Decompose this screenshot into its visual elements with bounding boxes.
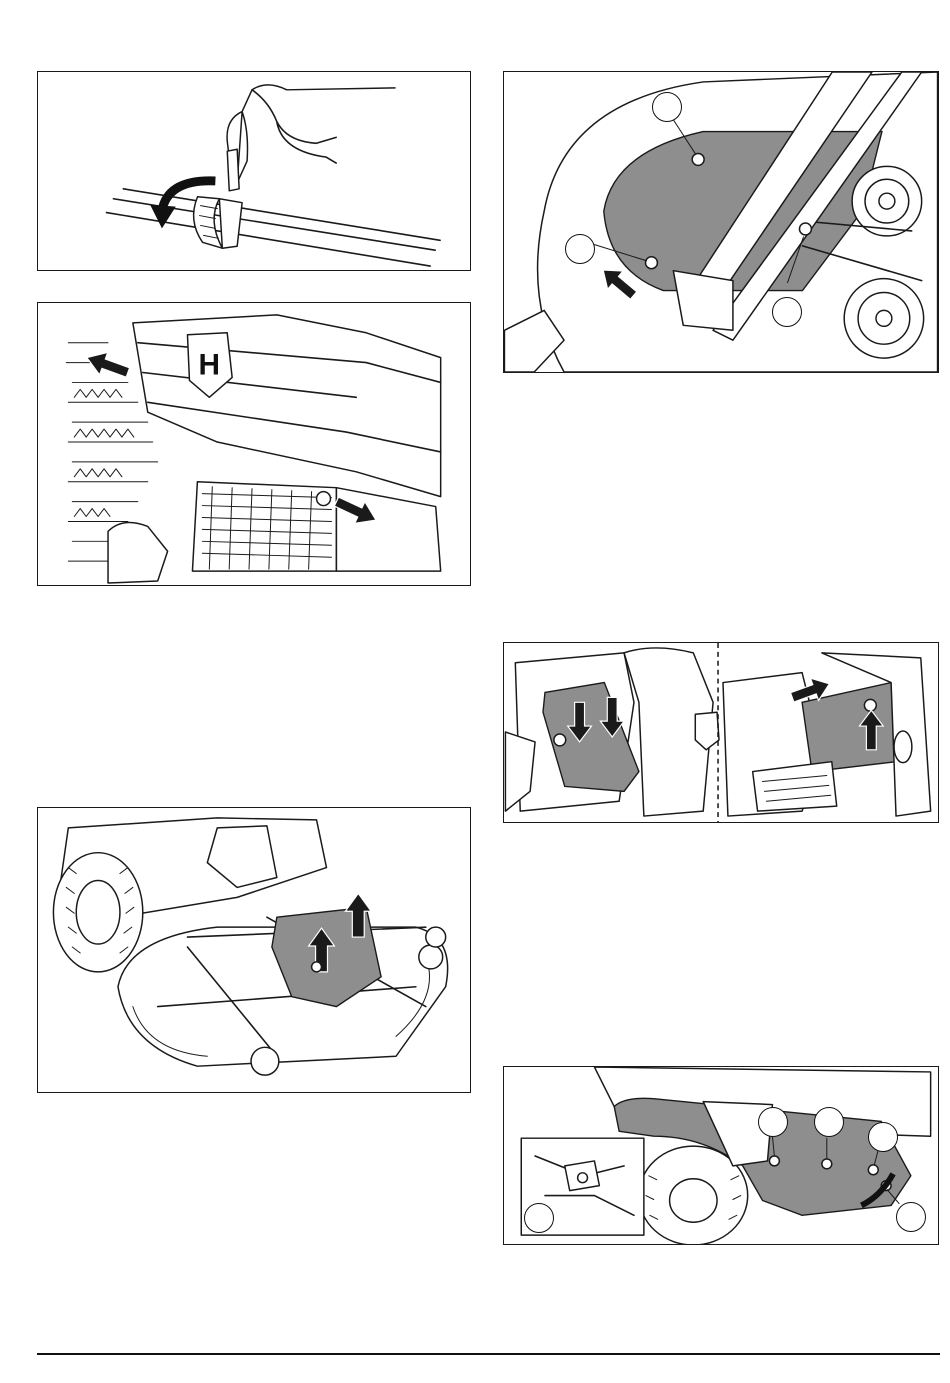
logo-letter: H	[199, 348, 221, 381]
figure-hood-release: H	[37, 302, 471, 586]
deck-cover-lift-illustration	[38, 808, 470, 1092]
hood-release-illustration: H	[38, 303, 470, 585]
figure-footplate-release	[503, 642, 939, 823]
callout-marker	[896, 1202, 926, 1232]
callout-marker	[758, 1107, 788, 1137]
figure-footrest-screws	[503, 1066, 939, 1245]
callout-marker	[652, 92, 682, 122]
belt-cover-illustration	[504, 72, 938, 372]
footplate-release-illustration	[504, 643, 938, 822]
callout-marker	[868, 1122, 898, 1152]
hand-clamp-illustration	[38, 72, 470, 270]
callout-marker	[524, 1203, 554, 1233]
pulley-upper	[852, 166, 922, 236]
callout-marker	[565, 234, 595, 264]
pulley-lower	[844, 279, 923, 358]
footer-rule	[37, 1353, 940, 1355]
figure-hand-clamp	[37, 71, 471, 271]
callout-marker	[814, 1107, 844, 1137]
figure-belt-cover	[503, 71, 939, 373]
figure-deck-cover-lift	[37, 807, 471, 1093]
callout-marker	[772, 297, 802, 327]
footrest-screws-illustration	[504, 1067, 938, 1244]
